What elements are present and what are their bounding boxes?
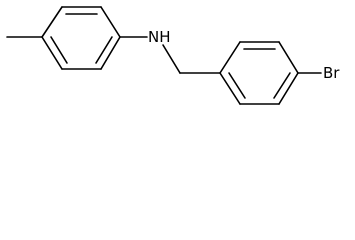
tolyl-ring — [41, 6, 121, 70]
ring-bond — [219, 41, 241, 74]
bromophenyl-ring — [219, 41, 299, 105]
ring-double-bond — [50, 36, 68, 64]
ring-bond — [100, 6, 121, 38]
ring-bond — [100, 36, 121, 70]
ring-double-bond — [228, 72, 246, 99]
chemical-structure: NH Br — [6, 6, 340, 105]
bromine-label: Br — [323, 64, 340, 82]
ring-bond — [41, 6, 63, 38]
ring-bond — [41, 36, 63, 70]
ring-bond — [278, 72, 299, 105]
amine-label: NH — [148, 28, 171, 46]
n-ch2-bond — [162, 44, 181, 74]
ring-bond — [278, 41, 299, 74]
ring-bond — [219, 72, 241, 105]
ring-double-bond — [273, 72, 291, 99]
ring-double-bond — [95, 36, 113, 64]
